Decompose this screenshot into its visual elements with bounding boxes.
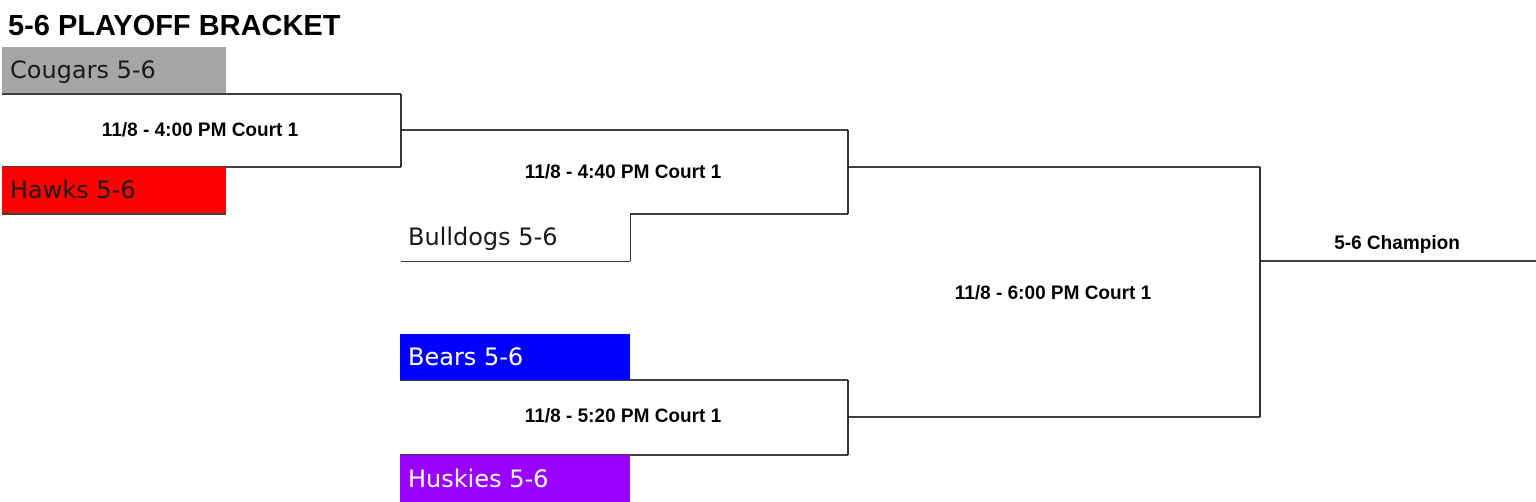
team-cougars: Cougars 5-6: [2, 47, 226, 93]
match-4-label: 11/8 - 6:00 PM Court 1: [954, 283, 1152, 304]
team-hawks: Hawks 5-6: [2, 167, 226, 213]
match-1-label: 11/8 - 4:00 PM Court 1: [101, 120, 299, 141]
champion-label: 5-6 Champion: [1334, 233, 1460, 254]
match-3-label: 11/8 - 5:20 PM Court 1: [524, 406, 722, 427]
match-2-label: 11/8 - 4:40 PM Court 1: [524, 162, 722, 183]
team-bulldogs: Bulldogs 5-6: [400, 213, 630, 261]
team-bears: Bears 5-6: [400, 334, 630, 380]
team-huskies: Huskies 5-6: [400, 455, 630, 502]
bracket-title: 5-6 PLAYOFF BRACKET: [8, 10, 341, 42]
